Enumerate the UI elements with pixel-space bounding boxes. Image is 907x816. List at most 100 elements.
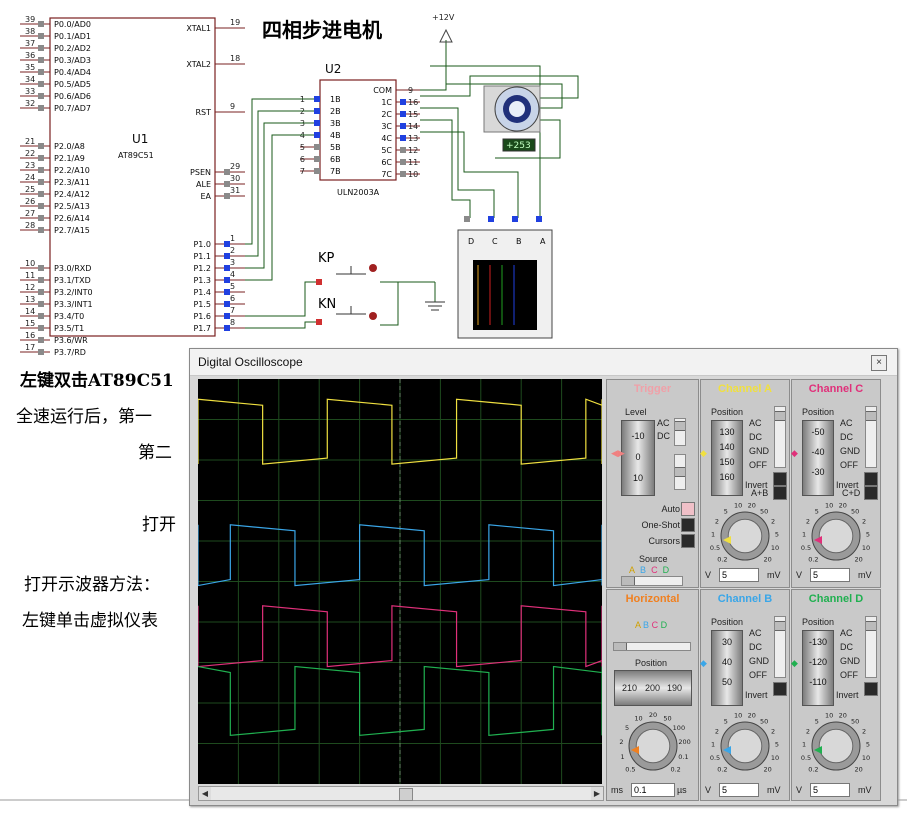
channel-C-position-drum[interactable]: -50-40-30: [802, 420, 834, 496]
channel-D-coupling-switch[interactable]: [865, 616, 877, 678]
knob-cap[interactable]: [727, 518, 763, 554]
channel-C-sum-button[interactable]: [864, 486, 878, 500]
timebase-value[interactable]: 0.1: [631, 783, 675, 797]
u1-pin-4[interactable]: 4P1.3: [193, 270, 245, 285]
trigger-one-shot-button[interactable]: [681, 518, 695, 532]
channel-A-volts-value[interactable]: 5: [719, 568, 759, 582]
close-button[interactable]: ×: [871, 355, 887, 371]
trigger-auto-button[interactable]: [681, 502, 695, 516]
u1-pin-2[interactable]: 2P1.1: [193, 246, 245, 261]
knob-cap[interactable]: [818, 728, 854, 764]
u1-pin-1[interactable]: 1P1.0: [193, 234, 245, 249]
trigger-edge-switch[interactable]: [674, 454, 686, 490]
channel-C-invert-button[interactable]: [864, 472, 878, 486]
channel-C-coupling-switch[interactable]: [865, 406, 877, 468]
u1-pin-7[interactable]: 7P1.6: [193, 306, 245, 321]
scroll-left-icon[interactable]: ◀: [199, 787, 211, 800]
channel-B-coupling-switch[interactable]: [774, 616, 786, 678]
u1-pin-3[interactable]: 3P1.2: [193, 258, 245, 273]
trigger-coupling-switch[interactable]: [674, 418, 686, 446]
channel-B-invert-button[interactable]: [773, 682, 787, 696]
button-kn[interactable]: KN: [316, 297, 377, 325]
channel-A-invert-button[interactable]: [773, 472, 787, 486]
stepper-motor[interactable]: +253: [483, 85, 541, 152]
oscilloscope-titlebar[interactable]: Digital Oscilloscope ×: [190, 349, 897, 376]
horizontal-position-drum[interactable]: 210 200 190: [614, 670, 692, 706]
knob-cap[interactable]: [727, 728, 763, 764]
horizontal-scrollbar[interactable]: ◀ ▶: [198, 786, 604, 801]
trigger-level-drum[interactable]: -10 0 10: [621, 420, 655, 496]
u1-pin-6[interactable]: 6P1.5: [193, 294, 245, 309]
oscilloscope-window[interactable]: Digital Oscilloscope × ◀ ▶ Trigger Level…: [189, 348, 898, 806]
knob-cap[interactable]: [818, 518, 854, 554]
knob-cap[interactable]: [635, 728, 671, 764]
trigger-source-slider[interactable]: [621, 576, 683, 586]
channel-D-volts-value[interactable]: 5: [810, 783, 850, 797]
trigger-cursors-button[interactable]: [681, 534, 695, 548]
channel-C-volts-value[interactable]: 5: [810, 568, 850, 582]
u1-pin-8[interactable]: 8P1.7: [193, 318, 245, 333]
channel-D-invert-button[interactable]: [864, 682, 878, 696]
button-kp[interactable]: KP: [316, 251, 377, 285]
u1-pin-5[interactable]: 5P1.4: [193, 282, 245, 297]
horizontal-source-slider[interactable]: [613, 642, 691, 651]
channel-D-position-drum[interactable]: -130-120-110: [802, 630, 834, 706]
channel-A-sum-button[interactable]: [773, 486, 787, 500]
channel-A-coupling-switch[interactable]: [774, 406, 786, 468]
scroll-right-icon[interactable]: ▶: [591, 787, 603, 800]
scroll-thumb[interactable]: [399, 788, 413, 801]
u1-body[interactable]: [49, 17, 216, 337]
u2-body[interactable]: [319, 79, 397, 181]
channel-B-volts-value[interactable]: 5: [719, 783, 759, 797]
